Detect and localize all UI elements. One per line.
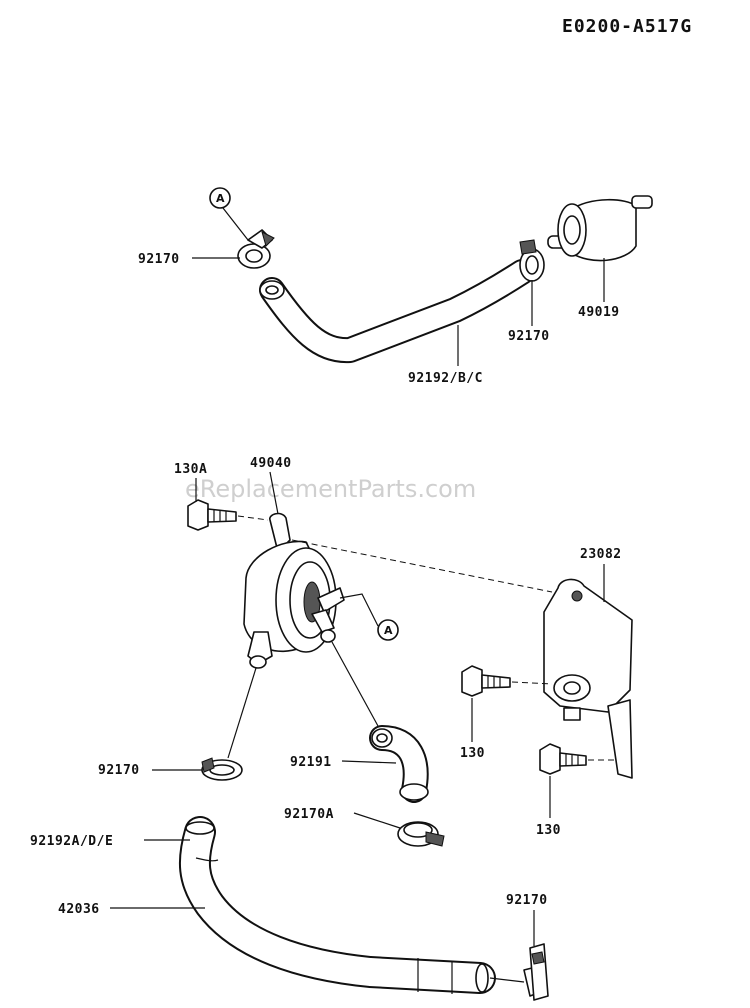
label-clamp-bottom: 92170	[506, 893, 548, 946]
svg-text:130: 130	[460, 746, 485, 761]
callout-a-pump: A	[339, 593, 399, 641]
clamp-elbow[interactable]	[397, 821, 445, 847]
label-fuel-pump: 49040	[250, 456, 292, 515]
svg-text:42036: 42036	[58, 902, 100, 917]
svg-text:92192/B/C: 92192/B/C	[408, 371, 483, 386]
svg-text:130: 130	[536, 823, 561, 838]
svg-text:92170: 92170	[98, 763, 140, 778]
label-hose-long: 42036	[58, 902, 205, 917]
clamp-pump-outlet[interactable]	[201, 667, 257, 781]
svg-text:A: A	[384, 624, 393, 637]
label-bolt-top: 130A	[174, 462, 207, 502]
svg-text:A: A	[216, 192, 225, 205]
svg-text:92192A/D/E: 92192A/D/E	[30, 834, 113, 849]
label-bolt-low: 130	[536, 776, 561, 838]
label-fuel-filter: 49019	[578, 258, 620, 320]
svg-text:23082: 23082	[580, 547, 622, 562]
watermark: eReplacementParts.com	[185, 475, 476, 503]
label-hose-top: 92192/B/C	[408, 325, 483, 386]
fuel-pump[interactable]	[243, 512, 345, 669]
svg-text:92170A: 92170A	[284, 807, 334, 822]
elbow-hose[interactable]	[331, 641, 429, 803]
mount-line	[291, 539, 553, 593]
label-clamp-elbow: 92170A	[284, 807, 401, 829]
clamp-top-right[interactable]	[519, 239, 545, 282]
bolt-top[interactable]	[187, 499, 269, 531]
svg-text:130A: 130A	[174, 462, 207, 477]
clamp-bottom[interactable]	[489, 943, 549, 1001]
svg-text:92170: 92170	[138, 252, 180, 267]
label-clamp-pump-outlet: 92170	[98, 763, 202, 778]
clamp-top-left[interactable]	[237, 229, 275, 269]
diagram-code: E0200-A517G	[562, 16, 692, 37]
svg-text:49019: 49019	[578, 305, 620, 320]
hose-top[interactable]	[259, 259, 535, 364]
label-elbow-hose: 92191	[290, 755, 397, 770]
callout-a-top: A	[209, 187, 249, 241]
bolt-mid[interactable]	[461, 665, 553, 697]
label-hose-lower: 92192A/D/E	[30, 834, 190, 849]
label-clamp-top-right: 92170	[508, 280, 550, 344]
bracket[interactable]	[543, 578, 633, 779]
svg-text:49040: 49040	[250, 456, 292, 471]
svg-text:92170: 92170	[506, 893, 548, 908]
hose-long[interactable]	[178, 816, 496, 994]
label-bolt-mid: 130	[460, 698, 485, 761]
fuel-filter[interactable]	[547, 195, 653, 262]
label-clamp-top-left: 92170	[138, 252, 240, 267]
bolt-low[interactable]	[539, 743, 614, 775]
label-bracket: 23082	[580, 547, 622, 602]
svg-text:92191: 92191	[290, 755, 332, 770]
svg-text:92170: 92170	[508, 329, 550, 344]
